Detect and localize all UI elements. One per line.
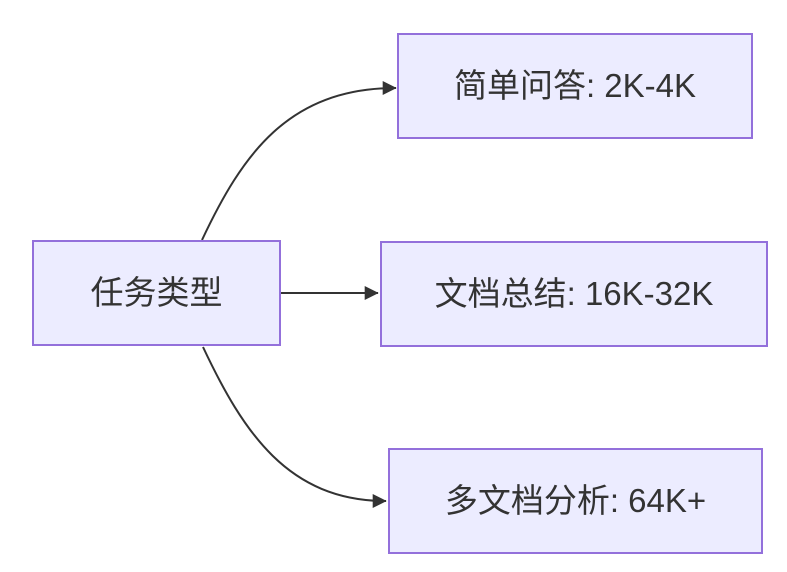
node-multi-doc-analysis: 多文档分析: 64K+ — [388, 448, 763, 554]
node-doc-summary-label: 文档总结: 16K-32K — [434, 275, 714, 313]
edge-root-to-branch-0 — [201, 81, 397, 241]
node-simple-qa-label: 简单问答: 2K-4K — [453, 67, 697, 105]
node-simple-qa: 简单问答: 2K-4K — [397, 33, 753, 139]
node-doc-summary: 文档总结: 16K-32K — [380, 241, 768, 347]
node-task-type: 任务类型 — [32, 240, 281, 346]
node-multi-doc-analysis-label: 多文档分析: 64K+ — [444, 482, 707, 520]
node-task-type-label: 任务类型 — [90, 274, 223, 312]
edge-root-to-branch-2 — [202, 346, 387, 508]
